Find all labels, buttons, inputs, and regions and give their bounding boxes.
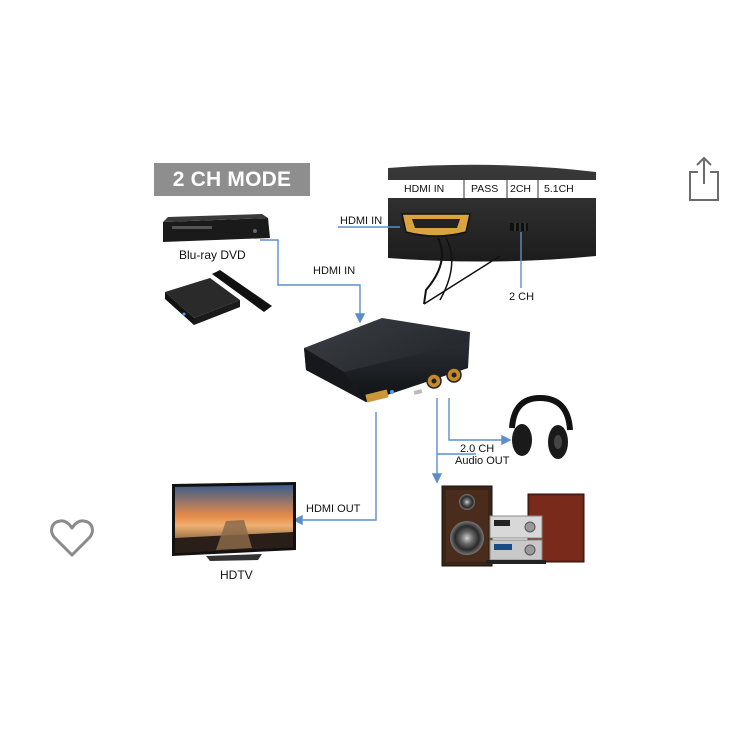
- label-audio-out-ch: 2.0 CH: [460, 443, 495, 455]
- label-hdmi-in-top: HDMI IN: [340, 215, 383, 227]
- port-label-5-1ch: 5.1CH: [544, 183, 574, 195]
- port-panel-body: [388, 164, 596, 262]
- label-hdmi-out: HDMI OUT: [306, 503, 361, 515]
- connector-lines: [260, 226, 522, 526]
- converter-box: [304, 318, 470, 403]
- hdmi-port-inner: [412, 219, 460, 228]
- mode-badge: 2 CH MODE: [154, 163, 310, 196]
- speaker-system-icon: [441, 485, 585, 567]
- remote-icon: [212, 270, 272, 312]
- heart-outline-icon: [50, 519, 94, 557]
- port-label-hdmi-in: HDMI IN: [404, 183, 445, 195]
- hdmi-out-port: [365, 389, 389, 403]
- hdtv-icon: [172, 482, 296, 561]
- label-hdtv: HDTV: [220, 568, 253, 582]
- label-hdmi-in-mid: HDMI IN: [313, 265, 356, 277]
- favorite-button[interactable]: [44, 510, 100, 566]
- port-panel-label-strip: [388, 180, 596, 198]
- bluray-player-icon: [163, 214, 270, 242]
- label-2ch-switch: 2 CH: [509, 291, 535, 303]
- tv-box-icon: [165, 270, 272, 325]
- port-label-2ch: 2CH: [510, 183, 532, 195]
- switch-icon: [510, 223, 528, 231]
- share-button[interactable]: [682, 150, 726, 206]
- headphones-icon: [509, 394, 573, 459]
- label-bluray-dvd: Blu-ray DVD: [179, 248, 246, 262]
- share-icon: [689, 156, 719, 201]
- port-label-pass: PASS: [471, 183, 499, 195]
- port-panel: [388, 164, 596, 305]
- label-audio-out: Audio OUT: [455, 455, 510, 467]
